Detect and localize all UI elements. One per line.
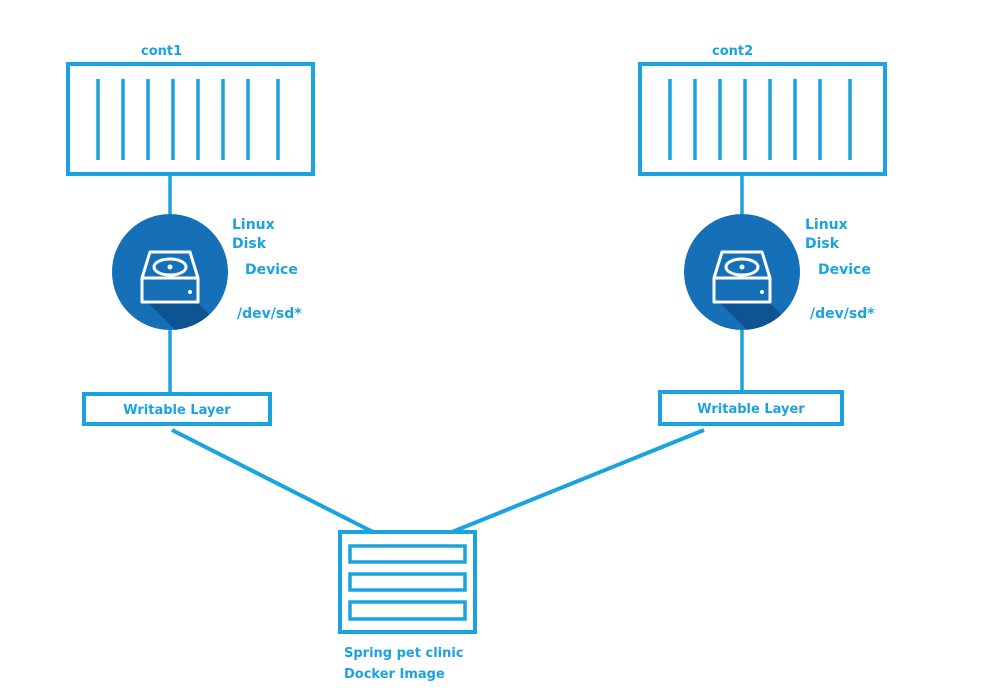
- container-label-cont2: cont2: [712, 44, 753, 59]
- hard-disk-icon: [140, 250, 200, 304]
- connector-line: [171, 428, 374, 534]
- container-label-cont1: cont1: [141, 44, 182, 59]
- disk-label-line1: Linux: [232, 217, 275, 233]
- disk-label-line4: /dev/sd*: [237, 306, 302, 322]
- disk-label-line3: Device: [818, 262, 871, 278]
- docker-image-label-line2: Docker Image: [344, 667, 445, 682]
- writable-layer-label-cont1: Writable Layer: [123, 403, 231, 418]
- writable-layer-box-cont2: [658, 390, 844, 426]
- disk-device-cont1: [112, 214, 228, 330]
- container-slats: [668, 79, 852, 160]
- disk-shadow: [717, 300, 800, 330]
- disk-device-cont2: [684, 214, 800, 330]
- container-icon: [638, 62, 887, 176]
- container-icon: [66, 62, 315, 176]
- disk-label-line2: Disk: [232, 236, 267, 252]
- docker-image-label-line1: Spring pet clinic: [344, 646, 464, 661]
- image-box: [338, 530, 477, 634]
- writable-layer-box-cont1: [82, 392, 272, 426]
- connector-line: [451, 428, 705, 534]
- container-cont2: [638, 62, 887, 176]
- image-layer-slot: [348, 572, 467, 592]
- disk-label-line1: Linux: [805, 217, 848, 233]
- disk-label-line3: Device: [245, 262, 298, 278]
- disk-shadow: [145, 300, 228, 330]
- hard-disk-icon: [712, 250, 772, 304]
- docker-image-icon: [338, 530, 477, 634]
- disk-label-line4: /dev/sd*: [810, 306, 875, 322]
- image-layer-slot: [348, 600, 467, 621]
- container-cont1: [66, 62, 315, 176]
- writable-layer-label-cont2: Writable Layer: [697, 402, 805, 417]
- container-slats: [96, 79, 280, 160]
- image-layer-slot: [348, 544, 467, 564]
- disk-label-line2: Disk: [805, 236, 840, 252]
